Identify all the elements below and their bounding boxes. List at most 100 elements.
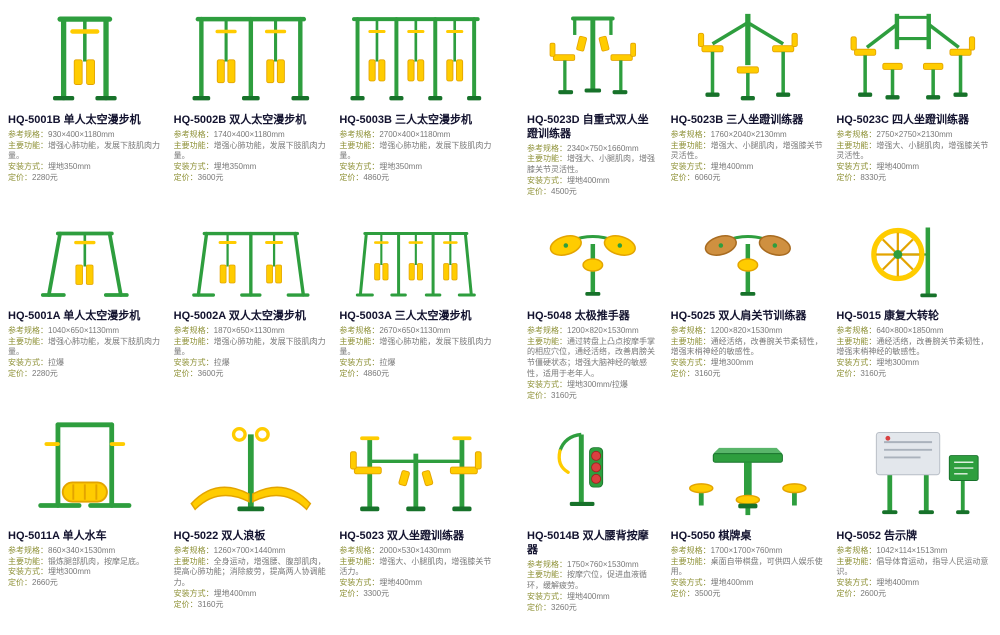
price-line: 定价：3260元 <box>527 602 577 612</box>
product-title: HQ-5048 太极推手器 <box>527 310 659 324</box>
product-code: HQ-5011A <box>8 530 60 542</box>
function-line: 主要功能：通经活络，改善腕关节柔韧性，增强末梢神经的敏感性。 <box>670 336 823 357</box>
product-figure <box>339 411 493 527</box>
spec-line: 参考规格：2340×750×1660mm <box>527 143 639 153</box>
product-card: HQ-5011A 单人水车 参考规格：860×340×1530mm 主要功能：锻… <box>6 410 164 632</box>
air-walker-triple-icon <box>350 17 482 101</box>
spec-line: 参考规格：1740×400×1180mm <box>173 129 285 139</box>
function-line: 主要功能：增强心肺功能，发展下肢肌肉力量。 <box>173 336 326 357</box>
air-walker-triple-surface-icon <box>356 232 477 297</box>
back-massager-icon <box>557 432 604 507</box>
product-code: HQ-5023C <box>836 114 889 126</box>
function-line: 主要功能：倡导体育运动，指导人民运动意识。 <box>836 556 989 577</box>
spec-line: 参考规格：1200×820×1530mm <box>527 325 639 335</box>
product-card: HQ-5023B 三人坐蹬训练器 参考规格：1760×2040×2130mm 主… <box>669 4 827 216</box>
sign-board-icon <box>876 432 979 515</box>
product-card: HQ-5052 告示牌 参考规格：1042×114×1513mm 主要功能：倡导… <box>834 410 992 632</box>
air-walker-double-surface-icon <box>191 231 310 297</box>
product-card: HQ-5023D 自重式双人坐蹬训练器 参考规格：2340×750×1660mm… <box>525 4 661 216</box>
product-name: 双人太空漫步机 <box>229 114 307 126</box>
product-title: HQ-5025 双人肩关节训练器 <box>671 310 825 324</box>
product-card: HQ-5048 太极推手器 参考规格：1200×820×1530mm 主要功能：… <box>525 216 661 410</box>
install-line: 安装方式：拉爆 <box>8 358 64 368</box>
install-line: 安装方式：埋地300mm <box>8 567 91 577</box>
product-name: 告示牌 <box>884 530 918 542</box>
spec-line: 参考规格：930×400×1180mm <box>8 129 115 139</box>
install-line: 安装方式：埋地300mm/拉爆 <box>527 379 628 389</box>
install-line: 安装方式：埋地400mm <box>527 175 610 185</box>
product-figure <box>527 411 659 527</box>
product-title: HQ-5015 康复大转轮 <box>836 310 990 324</box>
product-title: HQ-5023D 自重式双人坐蹬训练器 <box>527 114 659 142</box>
product-code: HQ-5023B <box>670 114 724 126</box>
price-line: 定价：3500元 <box>670 588 721 598</box>
function-line: 主要功能：通过转盘上凸点按摩手掌的相应穴位，通经活络，改善肩膀关节僵硬状态；增强… <box>527 336 655 378</box>
price-line: 定价：3600元 <box>173 368 224 378</box>
price-line: 定价：3600元 <box>173 172 224 182</box>
product-code: HQ-5050 <box>670 530 716 542</box>
install-line: 安装方式：埋地400mm <box>527 591 610 601</box>
product-card: HQ-5015 康复大转轮 参考规格：640×800×1850mm 主要功能：通… <box>834 216 992 410</box>
product-code: HQ-5025 <box>670 310 716 322</box>
install-line: 安装方式：埋地400mm <box>173 588 257 598</box>
install-line: 安装方式：埋地350mm <box>8 162 91 172</box>
price-line: 定价：6060元 <box>670 172 721 182</box>
spec-line: 参考规格：640×800×1850mm <box>836 325 944 335</box>
product-figure <box>671 411 825 527</box>
product-figure <box>527 217 659 307</box>
price-line: 定价：3160元 <box>836 368 887 378</box>
install-line: 安装方式：埋地300mm <box>670 358 754 368</box>
install-line: 安装方式：埋地400mm <box>339 578 423 588</box>
product-code: HQ-5003B <box>339 114 392 126</box>
price-line: 定价：2280元 <box>8 368 58 378</box>
price-line: 定价：8330元 <box>836 172 887 182</box>
function-line: 主要功能：增强心肺功能，发展下肢肌肉力量。 <box>8 336 160 357</box>
function-line: 主要功能：增强心肺功能，发展下肢肌肉力量。 <box>8 140 160 161</box>
product-figure <box>8 5 162 111</box>
product-name: 太极推手器 <box>574 310 630 322</box>
product-name: 单人太空漫步机 <box>63 310 141 322</box>
tai-chi-wheels-icon <box>549 235 636 296</box>
price-line: 定价：3160元 <box>670 368 721 378</box>
install-line: 安装方式：埋地350mm <box>339 162 423 172</box>
product-card: HQ-5014B 双人腰背按摩器 参考规格：1750×760×1530mm 主要… <box>525 410 661 632</box>
product-name: 双人坐蹬训练器 <box>387 530 465 542</box>
product-title: HQ-5050 棋牌桌 <box>671 530 825 544</box>
leg-press-quad-icon <box>850 13 976 100</box>
product-code: HQ-5023 <box>339 530 384 542</box>
product-name: 三人太空漫步机 <box>394 310 472 322</box>
price-line: 定价：2600元 <box>836 588 887 598</box>
product-figure <box>174 217 328 307</box>
product-title: HQ-5011A 单人水车 <box>8 530 162 544</box>
spec-line: 参考规格：860×340×1530mm <box>8 545 116 555</box>
product-card: HQ-5023 双人坐蹬训练器 参考规格：2000×530×1430mm 主要功… <box>337 410 495 632</box>
product-title: HQ-5014B 双人腰背按摩器 <box>527 530 659 558</box>
product-code: HQ-5002A <box>173 310 226 322</box>
price-line: 定价：3160元 <box>527 390 577 400</box>
product-name: 三人太空漫步机 <box>394 114 472 126</box>
product-card: HQ-5002A 双人太空漫步机 参考规格：1870×650×1130mm 主要… <box>172 216 330 410</box>
product-title: HQ-5001A 单人太空漫步机 <box>8 310 162 324</box>
price-line: 定价：4860元 <box>339 368 390 378</box>
install-line: 安装方式：埋地350mm <box>173 162 257 172</box>
product-name: 自重式双人坐蹬训练器 <box>527 114 649 140</box>
product-title: HQ-5002B 双人太空漫步机 <box>174 114 328 128</box>
install-line: 安装方式：拉爆 <box>173 358 230 368</box>
product-name: 三人坐蹬训练器 <box>726 114 804 126</box>
product-figure <box>8 217 162 307</box>
price-line: 定价：2660元 <box>8 578 58 588</box>
product-card: HQ-5002B 双人太空漫步机 参考规格：1740×400×1180mm 主要… <box>172 4 330 216</box>
product-title: HQ-5023 双人坐蹬训练器 <box>339 530 493 544</box>
product-figure <box>836 217 990 307</box>
spec-line: 参考规格：1042×114×1513mm <box>836 545 948 555</box>
product-code: HQ-5002B <box>173 114 227 126</box>
product-name: 单人太空漫步机 <box>63 114 141 126</box>
product-code: HQ-5015 <box>836 310 881 322</box>
function-line: 主要功能：全身运动，增强腰、腹部肌肉，提高心肺功能；消除疲劳，提高两人协调能力。 <box>173 556 326 588</box>
product-name: 双人太空漫步机 <box>228 310 306 322</box>
product-title: HQ-5003B 三人太空漫步机 <box>339 114 493 128</box>
product-figure <box>339 217 493 307</box>
function-line: 主要功能：增强心肺功能，发展下肢肌肉力量。 <box>173 140 326 161</box>
product-figure <box>671 217 825 307</box>
